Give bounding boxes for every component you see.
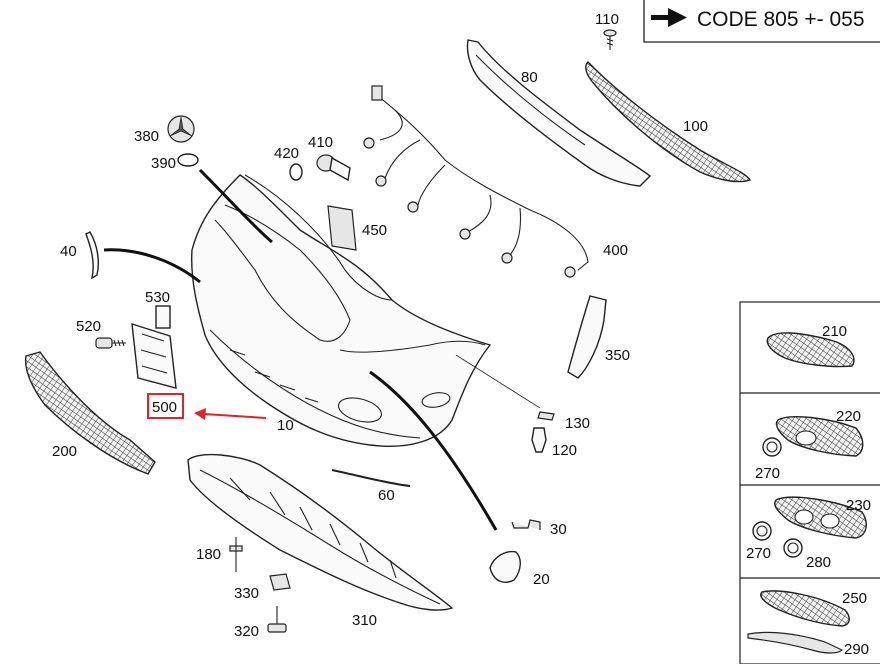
callout-220: 220 <box>836 408 861 425</box>
trim-strip-60 <box>331 469 411 487</box>
plate-holder-500 <box>131 323 177 389</box>
callout-80: 80 <box>521 69 538 86</box>
callout-200: 200 <box>52 443 77 460</box>
callout-310: 310 <box>352 612 377 629</box>
callout-130: 130 <box>565 415 590 432</box>
clip-130 <box>537 411 555 421</box>
callout-500: 500 <box>152 399 177 416</box>
callout-330: 330 <box>234 585 259 602</box>
underguard-310 <box>187 453 454 611</box>
callout-100: 100 <box>683 118 708 135</box>
sensor-bracket-450 <box>327 205 357 251</box>
ring-420 <box>289 163 303 181</box>
callout-250: 250 <box>842 590 867 607</box>
callout-400: 400 <box>603 242 628 259</box>
callout-320: 320 <box>234 623 259 640</box>
callout-450: 450 <box>362 222 387 239</box>
leader-390 <box>198 168 273 244</box>
ring-270b <box>752 521 772 541</box>
clip-30 <box>511 519 541 530</box>
callout-210: 210 <box>822 323 847 340</box>
callout-180: 180 <box>196 546 221 563</box>
bracket-80 <box>466 39 652 187</box>
callout-280: 280 <box>806 554 831 571</box>
code-legend-text: CODE 805 +- 055 <box>697 8 865 31</box>
expansion-rivet-120 <box>531 427 547 453</box>
bumper-cover-10 <box>190 174 492 447</box>
callout-390: 390 <box>151 155 176 172</box>
sensor-410 <box>316 154 351 182</box>
cover-40 <box>85 231 99 280</box>
wiring-harness-400 <box>363 85 589 278</box>
callout-120: 120 <box>552 442 577 459</box>
callout-270a: 270 <box>755 465 780 482</box>
screw-320 <box>267 606 287 633</box>
leader-20 <box>369 370 498 531</box>
callout-380: 380 <box>134 128 159 145</box>
variant-panel <box>739 301 880 664</box>
leader-40 <box>103 248 201 284</box>
arrow-right-icon <box>651 8 687 27</box>
callout-410: 410 <box>308 134 333 151</box>
tow-hook-cover-20 <box>489 550 521 583</box>
lower-grille-200 <box>24 351 156 475</box>
grille-210 <box>766 332 855 368</box>
grille-230 <box>774 496 867 539</box>
callout-290: 290 <box>844 641 869 658</box>
ring-270a <box>762 437 782 457</box>
screw-180 <box>229 537 243 572</box>
callout-420: 420 <box>274 145 299 162</box>
callout-230: 230 <box>846 497 871 514</box>
callout-60: 60 <box>378 487 395 504</box>
callout-270b: 270 <box>746 545 771 562</box>
callout-530: 530 <box>145 289 170 306</box>
screw-520 <box>95 337 126 349</box>
callout-40: 40 <box>60 243 77 260</box>
callout-350: 350 <box>605 347 630 364</box>
callout-20: 20 <box>533 571 550 588</box>
ring-280 <box>783 538 803 558</box>
trim-strip-100 <box>585 61 752 183</box>
clip-530 <box>155 305 171 329</box>
screw-110 <box>603 29 617 50</box>
grille-250 <box>760 590 850 627</box>
star-emblem-380 <box>167 115 195 143</box>
callout-10: 10 <box>277 417 294 434</box>
callout-110: 110 <box>595 11 619 28</box>
callout-30: 30 <box>550 521 567 538</box>
trim-strip-290 <box>747 631 844 654</box>
side-bracket-350 <box>567 295 607 379</box>
emblem-ring-390 <box>177 153 199 167</box>
nut-330 <box>269 573 291 591</box>
callout-520: 520 <box>76 318 101 335</box>
code-legend-box: CODE 805 +- 055 <box>643 0 880 43</box>
foglamp-ring-220 <box>795 430 817 446</box>
grille-220 <box>775 416 864 457</box>
highlight-500 <box>147 393 267 420</box>
